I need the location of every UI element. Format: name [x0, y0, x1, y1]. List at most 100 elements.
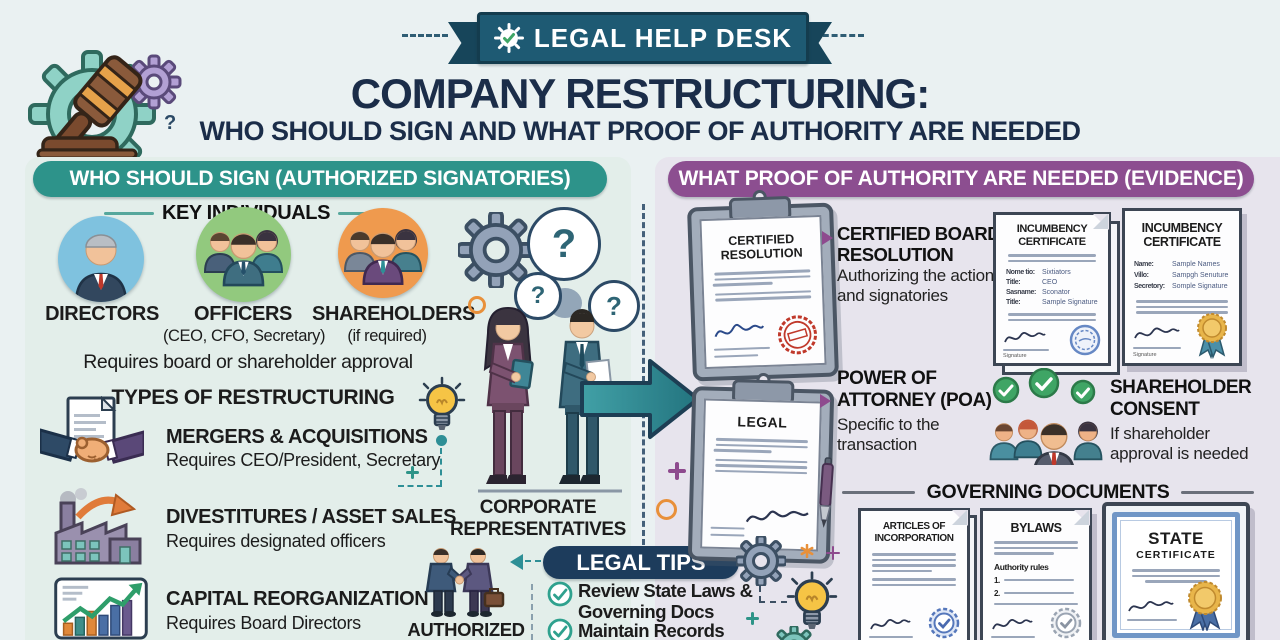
banner-label: LEGAL HELP DESK — [533, 22, 793, 53]
role-sublabel-officers: (CEO, CFO, Secretary) — [162, 327, 326, 345]
state-certificate-doc: STATE CERTIFICATE — [1102, 502, 1250, 640]
signature-scribble — [992, 618, 1033, 630]
state-cert-title-1: STATE — [1148, 529, 1204, 548]
bullet-triangle-icon — [820, 394, 831, 408]
connector-dot — [436, 435, 447, 446]
cert-field-label: Secretory: — [1134, 283, 1165, 290]
signature-scribble — [1134, 327, 1180, 339]
legal-clipboard: LEGAL — [687, 372, 835, 564]
evidence-title-1: CERTIFIED BOARD RESOLUTION — [837, 223, 1001, 265]
cert-field-value: CEO — [1042, 279, 1058, 286]
articles-doc-title: ARTICLES OF INCORPORATION — [874, 521, 954, 544]
directors-avatar — [58, 216, 144, 302]
signature-caption: Signature — [1133, 352, 1157, 358]
authorized-officers-label-1: AUTHORIZED — [407, 619, 525, 640]
blue-check-seal-icon — [928, 607, 960, 639]
cert-field-value: Somple Signature — [1172, 283, 1228, 290]
signature-caption: Signature — [1003, 353, 1027, 359]
type-title-divestitures: DIVESTITURES / ASSET SALES — [166, 506, 457, 528]
role-sublabel-shareholders: (if required) — [347, 327, 427, 345]
gear-bulb-dash-vertical — [759, 586, 761, 602]
banner-left-dashes — [402, 34, 448, 37]
role-label-officers: OFFICERS — [194, 303, 292, 325]
tips-left-dashed-rule — [531, 584, 533, 640]
bylaws-list-num: 1. — [994, 575, 1000, 585]
heading-rule — [104, 212, 154, 215]
shareholders-avatar — [338, 208, 428, 298]
shareholders-group-icon — [344, 229, 422, 286]
incumbency-cert-1-title: INCUMBENCY CERTIFICATE — [1016, 223, 1088, 248]
officers-avatar — [196, 207, 291, 302]
bylaws-doc: BYLAWS Authority rules 1. 2. — [980, 508, 1092, 640]
types-heading: TYPES OF RESTRUCTURING — [111, 386, 395, 409]
right-panel-header: WHAT PROOF OF AUTHORITY ARE NEEDED (EVID… — [668, 161, 1254, 197]
roles-note: Requires board or shareholder approval — [83, 351, 413, 373]
cert-field-label: Sasname: — [1006, 289, 1036, 296]
legal-tip-2: Maintain Records — [578, 620, 725, 640]
type-desc-mergers: Requires CEO/President, Secretary — [166, 450, 441, 470]
bullet-triangle-icon — [822, 231, 833, 245]
incumbency-cert-2-title: INCUMBENCY CERTIFICATE — [1141, 221, 1223, 249]
lightbulb-icon — [786, 571, 838, 629]
left-panel-header: WHO SHOULD SIGN (AUTHORIZED SIGNATORIES) — [33, 161, 607, 197]
legal-help-desk-banner: LEGAL HELP DESK — [477, 12, 809, 64]
corporate-reps-label: CORPORATE REPRESENTATIVES — [450, 497, 626, 540]
question-mark: ? — [551, 221, 577, 266]
gear-check-icon — [493, 23, 524, 53]
role-label-shareholders: SHAREHOLDERS — [312, 303, 475, 325]
red-stamp-icon — [778, 315, 818, 355]
purple-plus-decoration — [826, 546, 840, 560]
evidence-desc-2: Specific to the transaction — [837, 415, 940, 454]
gear-icon — [736, 536, 786, 586]
gear-bulb-dash-horizontal — [759, 601, 787, 603]
cert-field-label: Nome tio: — [1006, 269, 1035, 276]
legal-tips-heading: LEGAL TIPS — [576, 549, 706, 575]
page-subtitle: WHO SHOULD SIGN AND WHAT PROOF OF AUTHOR… — [199, 116, 1082, 146]
officers-group-icon — [204, 230, 283, 287]
corporate-representatives-illustration — [478, 306, 622, 493]
legal-clipboard-title: LEGAL — [737, 413, 788, 431]
heading-rule — [1181, 491, 1255, 494]
incumbency-cert-2: INCUMBENCY CERTIFICATE Name: Sample Names… — [1122, 208, 1242, 366]
orange-asterisk-decoration — [800, 544, 814, 558]
cert-field-value: Sample Names — [1172, 261, 1220, 268]
cert-field-value: Sampgh Senuture — [1172, 272, 1229, 279]
cert-field-label: Villo: — [1134, 272, 1149, 279]
governing-heading: GOVERNING DOCUMENTS — [926, 481, 1170, 503]
cert-field-value: Sample Signature — [1042, 299, 1098, 306]
type-desc-capital: Requires Board Directors — [166, 613, 361, 633]
left-panel-header-label: WHO SHOULD SIGN (AUTHORIZED SIGNATORIES) — [69, 167, 571, 190]
teal-plus-decoration — [406, 466, 419, 479]
right-panel-header-label: WHAT PROOF OF AUTHORITY ARE NEEDED (EVID… — [678, 167, 1244, 190]
authorized-officers-icon — [425, 548, 505, 617]
banner-right-dashes — [814, 34, 864, 37]
cert-field-label: Name: — [1134, 261, 1154, 268]
panel-divider — [642, 204, 645, 545]
evidence-desc-1: Authorizing the action and signatories — [837, 266, 994, 305]
blue-stamp-icon — [1069, 324, 1101, 356]
articles-doc: ARTICLES OF INCORPORATION — [858, 508, 970, 640]
evidence-title-3: SHAREHOLDER CONSENT — [1110, 377, 1252, 420]
check-circle-icon — [547, 581, 573, 607]
tips-arrow-head-icon — [510, 554, 523, 570]
orange-ring-decoration — [468, 296, 486, 314]
gray-check-seal-icon — [1050, 607, 1082, 639]
connector-dash-horizontal — [398, 485, 442, 487]
signature-scribble — [870, 618, 911, 630]
cert-field-label: Title: — [1006, 279, 1021, 286]
authorized-officers-label-2: OFFICERS — [402, 638, 530, 640]
pen-icon — [819, 457, 834, 528]
bylaws-note: Authority rules — [994, 561, 1049, 572]
question-bubble-small-right: ? — [588, 280, 640, 332]
clipboard-paper: LEGAL — [700, 398, 822, 552]
question-mark: ? — [530, 282, 546, 309]
tips-arrow-dashes — [525, 560, 541, 562]
purple-plus-decoration — [668, 462, 686, 480]
type-title-capital: CAPITAL REORGANIZATION — [166, 588, 429, 610]
orange-ring-decoration — [656, 499, 677, 520]
handshake-icon — [40, 396, 144, 464]
gavel-gears-icon — [28, 50, 182, 158]
question-bubble-large: ? — [527, 207, 601, 281]
bylaws-doc-title: BYLAWS — [1010, 521, 1062, 535]
